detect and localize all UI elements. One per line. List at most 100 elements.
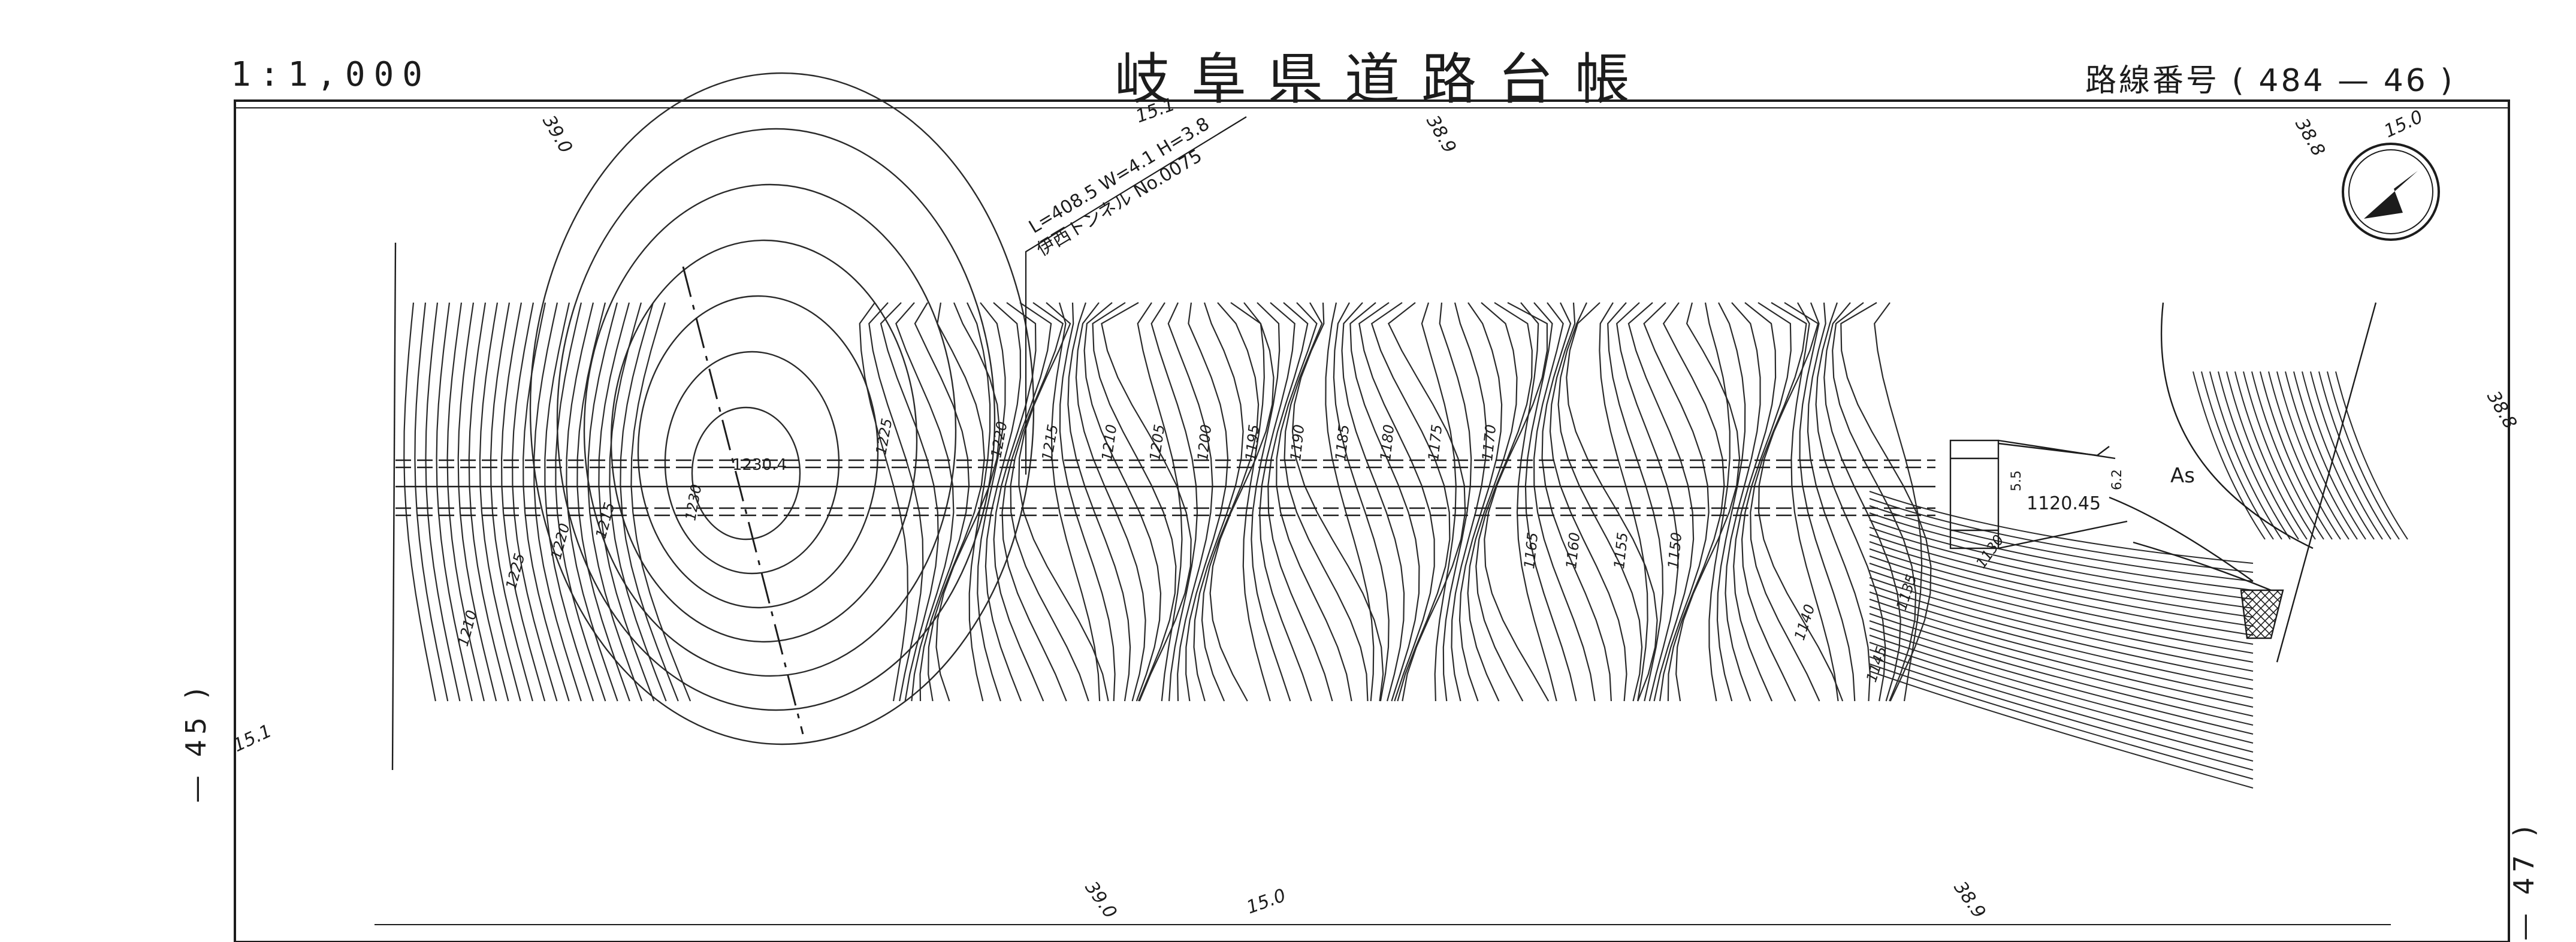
contour-line bbox=[1869, 649, 2254, 762]
contour-label: 1230 bbox=[682, 483, 705, 522]
contour-line bbox=[1251, 302, 1291, 702]
contour-line bbox=[1869, 613, 2254, 717]
contour-line bbox=[1075, 302, 1146, 702]
contour-line bbox=[1150, 302, 1198, 702]
contour-line bbox=[1067, 302, 1131, 702]
contour-line bbox=[1869, 491, 2254, 564]
contour-line bbox=[555, 302, 606, 702]
contour-ring bbox=[664, 351, 840, 575]
contour-line bbox=[1566, 302, 1658, 702]
edge-label: 39.0 bbox=[1080, 878, 1121, 923]
contour-label: 1210 bbox=[455, 608, 481, 648]
contour-line bbox=[490, 302, 533, 702]
route-number: 路線番号 ( 484 — 46 ) bbox=[2085, 55, 2455, 100]
contour-line bbox=[935, 302, 1001, 702]
contour-line bbox=[1815, 302, 1886, 702]
contour-line bbox=[1869, 534, 2254, 618]
contour-line bbox=[1832, 302, 1917, 702]
contour-line bbox=[1193, 302, 1244, 702]
contour-line bbox=[1001, 302, 1067, 702]
edge-label: 15.0 bbox=[2381, 106, 2426, 142]
contour-line bbox=[1549, 302, 1627, 702]
contour-line bbox=[457, 302, 497, 702]
contour-line bbox=[1716, 302, 1746, 702]
contour-line bbox=[587, 302, 643, 702]
contour-line bbox=[993, 302, 1044, 702]
contour-line bbox=[1627, 302, 1695, 702]
contour-line bbox=[436, 302, 473, 702]
contour-line bbox=[1869, 570, 2254, 663]
contour-label: 1155 bbox=[1611, 532, 1631, 570]
contour-line bbox=[977, 302, 1006, 702]
contour-line bbox=[1869, 663, 2254, 780]
contour-line bbox=[403, 302, 436, 702]
contour-line bbox=[1869, 577, 2254, 672]
contour-line bbox=[1018, 302, 1109, 702]
contour-line bbox=[1387, 302, 1466, 702]
contour-line bbox=[2201, 371, 2274, 540]
contour-line bbox=[859, 302, 909, 702]
contour-line bbox=[1267, 302, 1333, 702]
contour-line bbox=[512, 302, 558, 702]
route-from: 484 bbox=[2258, 63, 2326, 99]
contour-line bbox=[1284, 302, 1369, 702]
route-dash: — bbox=[2338, 63, 2372, 99]
north-arrow-icon bbox=[2342, 143, 2440, 241]
edge-label: 15.1 bbox=[1133, 94, 1178, 128]
contour-line bbox=[1439, 302, 1472, 702]
contour-line bbox=[1840, 302, 1932, 702]
contour-line bbox=[1533, 302, 1596, 702]
contour-line bbox=[1467, 302, 1518, 702]
contour-line bbox=[2293, 371, 2366, 540]
contour-line bbox=[1757, 302, 1844, 702]
contour-line bbox=[1524, 302, 1577, 702]
contour-line bbox=[500, 302, 546, 702]
edge-label: 15.0 bbox=[1244, 885, 1289, 919]
route-open-paren: ( bbox=[2231, 63, 2246, 99]
contour-line bbox=[1869, 642, 2254, 753]
contour-line bbox=[1704, 302, 1731, 702]
contour-line bbox=[1325, 302, 1375, 702]
contour-line bbox=[468, 302, 509, 702]
contour-line bbox=[985, 302, 1022, 702]
contour-line bbox=[1643, 302, 1710, 702]
contour-line bbox=[1458, 302, 1503, 702]
contour-line bbox=[2276, 371, 2349, 540]
contour-line bbox=[2251, 371, 2324, 540]
contour-line bbox=[1807, 302, 1871, 702]
contour-line bbox=[1662, 302, 1725, 702]
contour-line bbox=[2243, 371, 2316, 540]
contour-line bbox=[1276, 302, 1352, 702]
contour-line bbox=[414, 302, 449, 702]
contour-line bbox=[630, 302, 691, 702]
tunnel-portal bbox=[1949, 439, 2128, 550]
contour-line bbox=[1869, 627, 2254, 735]
contour-line bbox=[1341, 302, 1405, 702]
contour-line bbox=[2260, 371, 2333, 540]
peak-elevation: 1230.4 bbox=[732, 456, 787, 474]
contour-line bbox=[544, 302, 594, 702]
contour-line bbox=[1516, 302, 1557, 702]
contour-line bbox=[2268, 371, 2341, 540]
contour-line bbox=[1291, 302, 1384, 702]
contour-line bbox=[2327, 371, 2400, 540]
contour-line bbox=[1167, 302, 1213, 702]
contour-line bbox=[1869, 671, 2254, 789]
contour-line bbox=[1725, 302, 1761, 702]
contour-line bbox=[1869, 584, 2254, 681]
contour-line bbox=[1607, 302, 1664, 702]
contour-line bbox=[1823, 302, 1901, 702]
contour-label: 1180 bbox=[1377, 424, 1397, 462]
contour-line bbox=[1421, 302, 1457, 702]
contour-line bbox=[1733, 302, 1777, 702]
contour-ring bbox=[583, 183, 957, 677]
contour-line bbox=[425, 302, 461, 702]
contour-line bbox=[1599, 302, 1648, 702]
map-scale: 1:1,000 bbox=[231, 55, 431, 94]
contour-line bbox=[928, 302, 985, 702]
contour-lines-west bbox=[403, 302, 691, 702]
contour-line bbox=[1869, 635, 2254, 744]
contour-ring bbox=[556, 128, 996, 711]
